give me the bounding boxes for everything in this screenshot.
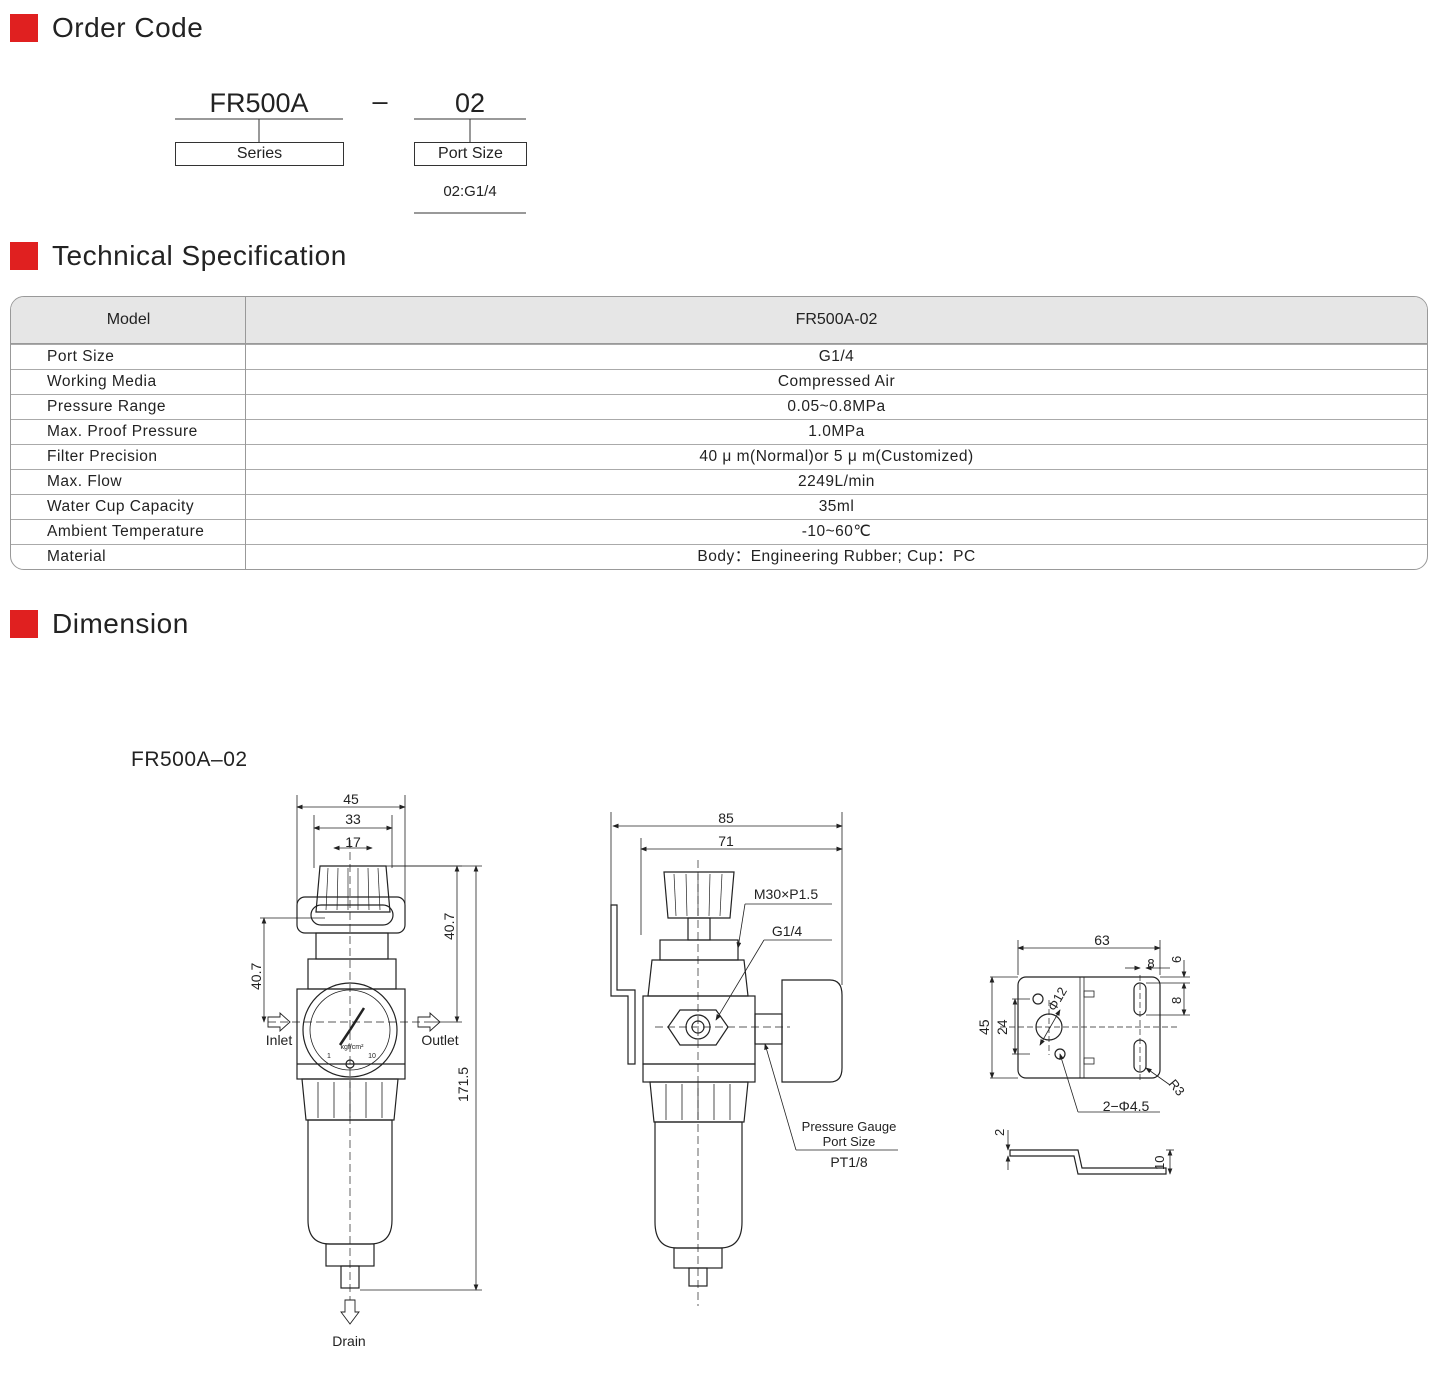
spec-label: Material <box>47 548 107 565</box>
table-row: Material Body：Engineering Rubber; Cup：PC <box>11 544 1427 569</box>
gauge-unit: kgf/cm² <box>341 1044 365 1051</box>
table-row: Max. Flow 2249L/min <box>11 469 1427 494</box>
dim-bracket-holes: 2−Φ4.5 <box>1103 1098 1150 1114</box>
table-row: Working Media Compressed Air <box>11 369 1427 394</box>
column-divider <box>245 297 246 569</box>
spec-label: Port Size <box>47 348 115 365</box>
section-title: Order Code <box>52 12 204 43</box>
dim-bracket-r3: R3 <box>1166 1076 1188 1098</box>
gauge-min: 1 <box>327 1053 331 1060</box>
dim-bracket-t2: 2 <box>992 1129 1007 1136</box>
spec-value: 35ml <box>818 498 855 515</box>
spec-label: Max. Flow <box>47 473 123 490</box>
spec-value: Compressed Air <box>777 373 896 390</box>
spec-value: 40 μ m(Normal)or 5 μ m(Customized) <box>699 448 974 465</box>
spec-label: Working Media <box>47 373 157 390</box>
section-order-code: Order Code <box>10 12 203 44</box>
order-code-lines <box>175 118 526 214</box>
spec-header-value: FR500A-02 <box>795 311 878 328</box>
inlet-label: Inlet <box>266 1032 293 1048</box>
spec-label: Water Cup Capacity <box>47 498 195 515</box>
spec-value: 1.0MPa <box>808 423 865 440</box>
dim-front-45: 45 <box>343 791 359 807</box>
dim-bracket-63: 63 <box>1094 932 1110 948</box>
dim-front-40-7-left: 40.7 <box>248 963 264 990</box>
spec-table-header: Model FR500A-02 <box>11 297 1427 344</box>
spec-table: Model FR500A-02 Port Size G1/4 Working Me… <box>10 296 1428 570</box>
table-row: Filter Precision 40 μ m(Normal)or 5 μ m(C… <box>11 444 1427 469</box>
dim-bracket-t10: 10 <box>1152 1156 1167 1170</box>
outlet-label: Outlet <box>421 1032 458 1048</box>
spec-label: Max. Proof Pressure <box>47 423 198 440</box>
dimension-model-label: FR500A–02 <box>131 748 248 771</box>
dim-front-40-7-right: 40.7 <box>441 913 457 940</box>
drain-label: Drain <box>332 1333 365 1349</box>
section-title: Dimension <box>52 608 189 639</box>
dim-side-71: 71 <box>718 833 734 849</box>
thread-label: M30×P1.5 <box>754 886 818 902</box>
spec-header-label: Model <box>106 311 151 328</box>
side-view <box>610 812 898 1306</box>
port-size-box: Port Size <box>414 142 527 166</box>
front-view <box>260 795 482 1325</box>
table-row: Max. Proof Pressure 1.0MPa <box>11 419 1427 444</box>
section-tech-spec: Technical Specification <box>10 240 347 272</box>
table-row: Water Cup Capacity 35ml <box>11 494 1427 519</box>
spec-label: Ambient Temperature <box>47 523 205 540</box>
section-marker <box>10 14 38 42</box>
bracket-view <box>989 940 1190 1175</box>
table-row: Port Size G1/4 <box>11 344 1427 369</box>
code-separator: – <box>372 86 388 116</box>
spec-value: -10~60℃ <box>801 523 872 540</box>
gauge-port-label: PT1/8 <box>830 1154 868 1170</box>
table-row: Ambient Temperature -10~60℃ <box>11 519 1427 544</box>
dim-front-33: 33 <box>345 811 361 827</box>
series-box: Series <box>175 142 344 166</box>
section-title: Technical Specification <box>52 240 347 271</box>
gauge-label-1: Pressure Gauge <box>802 1119 897 1134</box>
spec-value: Body：Engineering Rubber; Cup：PC <box>697 548 976 565</box>
port-label: G1/4 <box>772 923 803 939</box>
dim-bracket-8a: 8 <box>1147 956 1154 971</box>
dim-bracket-45: 45 <box>976 1019 992 1035</box>
spec-label: Pressure Range <box>47 398 167 415</box>
table-row: Pressure Range 0.05~0.8MPa <box>11 394 1427 419</box>
dim-front-17: 17 <box>345 834 361 850</box>
port-code: 02 <box>454 88 486 118</box>
spec-value: G1/4 <box>818 348 855 365</box>
dim-front-171-5: 171.5 <box>455 1067 471 1102</box>
section-marker <box>10 610 38 638</box>
dim-bracket-24: 24 <box>994 1019 1010 1035</box>
dim-bracket-phi12: Φ12 <box>1045 984 1070 1013</box>
series-code: FR500A <box>209 88 309 118</box>
port-option: 02:G1/4 <box>443 183 497 200</box>
dim-bracket-6: 6 <box>1169 956 1184 963</box>
dimension-drawings: 45 33 17 40.7 40.7 171.5 Inlet Outlet Dr… <box>248 791 1190 1349</box>
section-marker <box>10 242 38 270</box>
dim-bracket-8b: 8 <box>1169 997 1184 1004</box>
section-dimension: Dimension <box>10 608 189 640</box>
spec-label: Filter Precision <box>47 448 158 465</box>
spec-value: 0.05~0.8MPa <box>787 398 886 415</box>
gauge-max: 10 <box>368 1053 376 1060</box>
gauge-label-2: Port Size <box>823 1134 876 1149</box>
dim-side-85: 85 <box>718 810 734 826</box>
spec-value: 2249L/min <box>798 473 875 490</box>
